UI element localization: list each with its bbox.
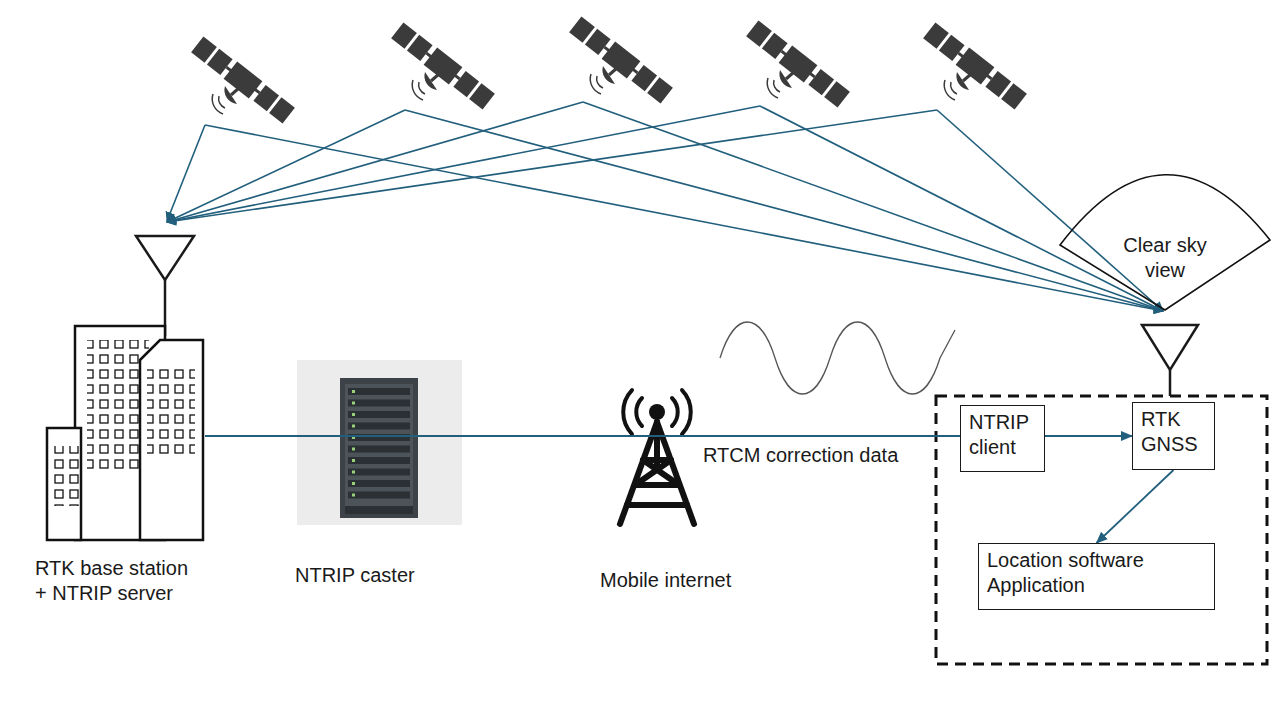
process-box: NTRIP client [960,405,1045,472]
sky-view-sector: Clear sky view [1058,172,1272,312]
base-station: RTK base station + NTRIP server [35,320,205,606]
node-text: RTK base station + NTRIP server [35,557,188,604]
text-block: NTRIP client [969,410,1036,460]
process-box: Location software Application [978,543,1215,610]
component-label: Mobile internet [600,568,731,592]
node-text: RTK GNSS [1141,408,1198,455]
text-block: RTK GNSS [1141,407,1206,457]
process-box: RTK GNSS [1132,402,1215,470]
text-block: Clear sky view [1110,233,1220,283]
node-text: Clear sky view [1123,234,1206,281]
node-text: NTRIP client [969,411,1029,458]
text-block: Location software Application [987,548,1206,598]
edge-label: RTCM correction data [703,443,898,467]
component-label: NTRIP caster [295,563,415,587]
connector-arrow [1097,470,1174,543]
node-text: Location software Application [987,549,1144,596]
text-block: RTK base station + NTRIP server [35,556,197,606]
